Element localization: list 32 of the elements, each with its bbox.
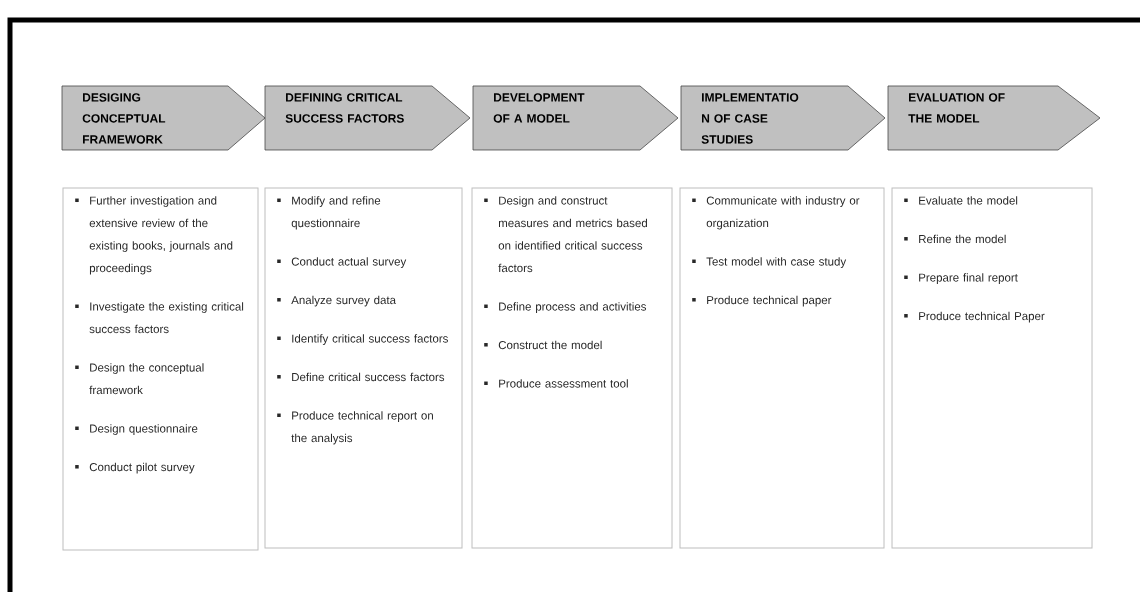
process-step: DESIGING CONCEPTUAL FRAMEWORK (61, 85, 266, 151)
list-item: Produce technical Paper (904, 311, 1045, 323)
list-item: Analyze survey data (277, 295, 396, 307)
task-list-box (471, 187, 673, 549)
list-item: Evaluate the model (904, 196, 1018, 205)
list-item: Design and construct measures and metrics based on identified critical success factors (484, 196, 647, 273)
task-list-box (679, 187, 885, 549)
task-list-box (62, 187, 259, 551)
list-item: Define process and activities (484, 302, 647, 313)
list-item: Design questionnaire (75, 424, 198, 435)
list-item: Produce technical report on the analysis (277, 411, 433, 445)
process-step: DEVELOPMENT OF A MODEL (472, 85, 679, 151)
process-step: DEFINING CRITICAL SUCCESS FACTORS (264, 85, 471, 151)
task-list-box (264, 187, 463, 549)
list-item: Further investigation and extensive review of the existing books, journals and proceedings (75, 196, 233, 275)
list-item: Identify critical success factors (277, 334, 448, 345)
process-step: IMPLEMENTATIO N OF CASE STUDIES (680, 85, 886, 151)
task-list-box (891, 187, 1093, 549)
list-item: Define critical success factors (277, 372, 445, 382)
list-item: Design the conceptual framework (75, 363, 204, 395)
process-step: EVALUATION OF THE MODEL (887, 85, 1101, 151)
list-item: Conduct pilot survey (75, 462, 195, 474)
list-item: Produce technical paper (692, 295, 832, 307)
list-item: Test model with case study (692, 257, 847, 268)
list-item: Refine the model (904, 234, 1006, 244)
list-item: Communicate with industry or organization (692, 196, 860, 230)
list-item: Construct the model (484, 340, 602, 350)
list-item: Produce assessment tool (484, 379, 628, 388)
list-item: Modify and refine questionnaire (277, 196, 381, 230)
list-item: Conduct actual survey (277, 257, 407, 268)
list-item: Prepare final report (904, 273, 1018, 284)
list-item: Investigate the existing critical success factors (75, 302, 244, 334)
